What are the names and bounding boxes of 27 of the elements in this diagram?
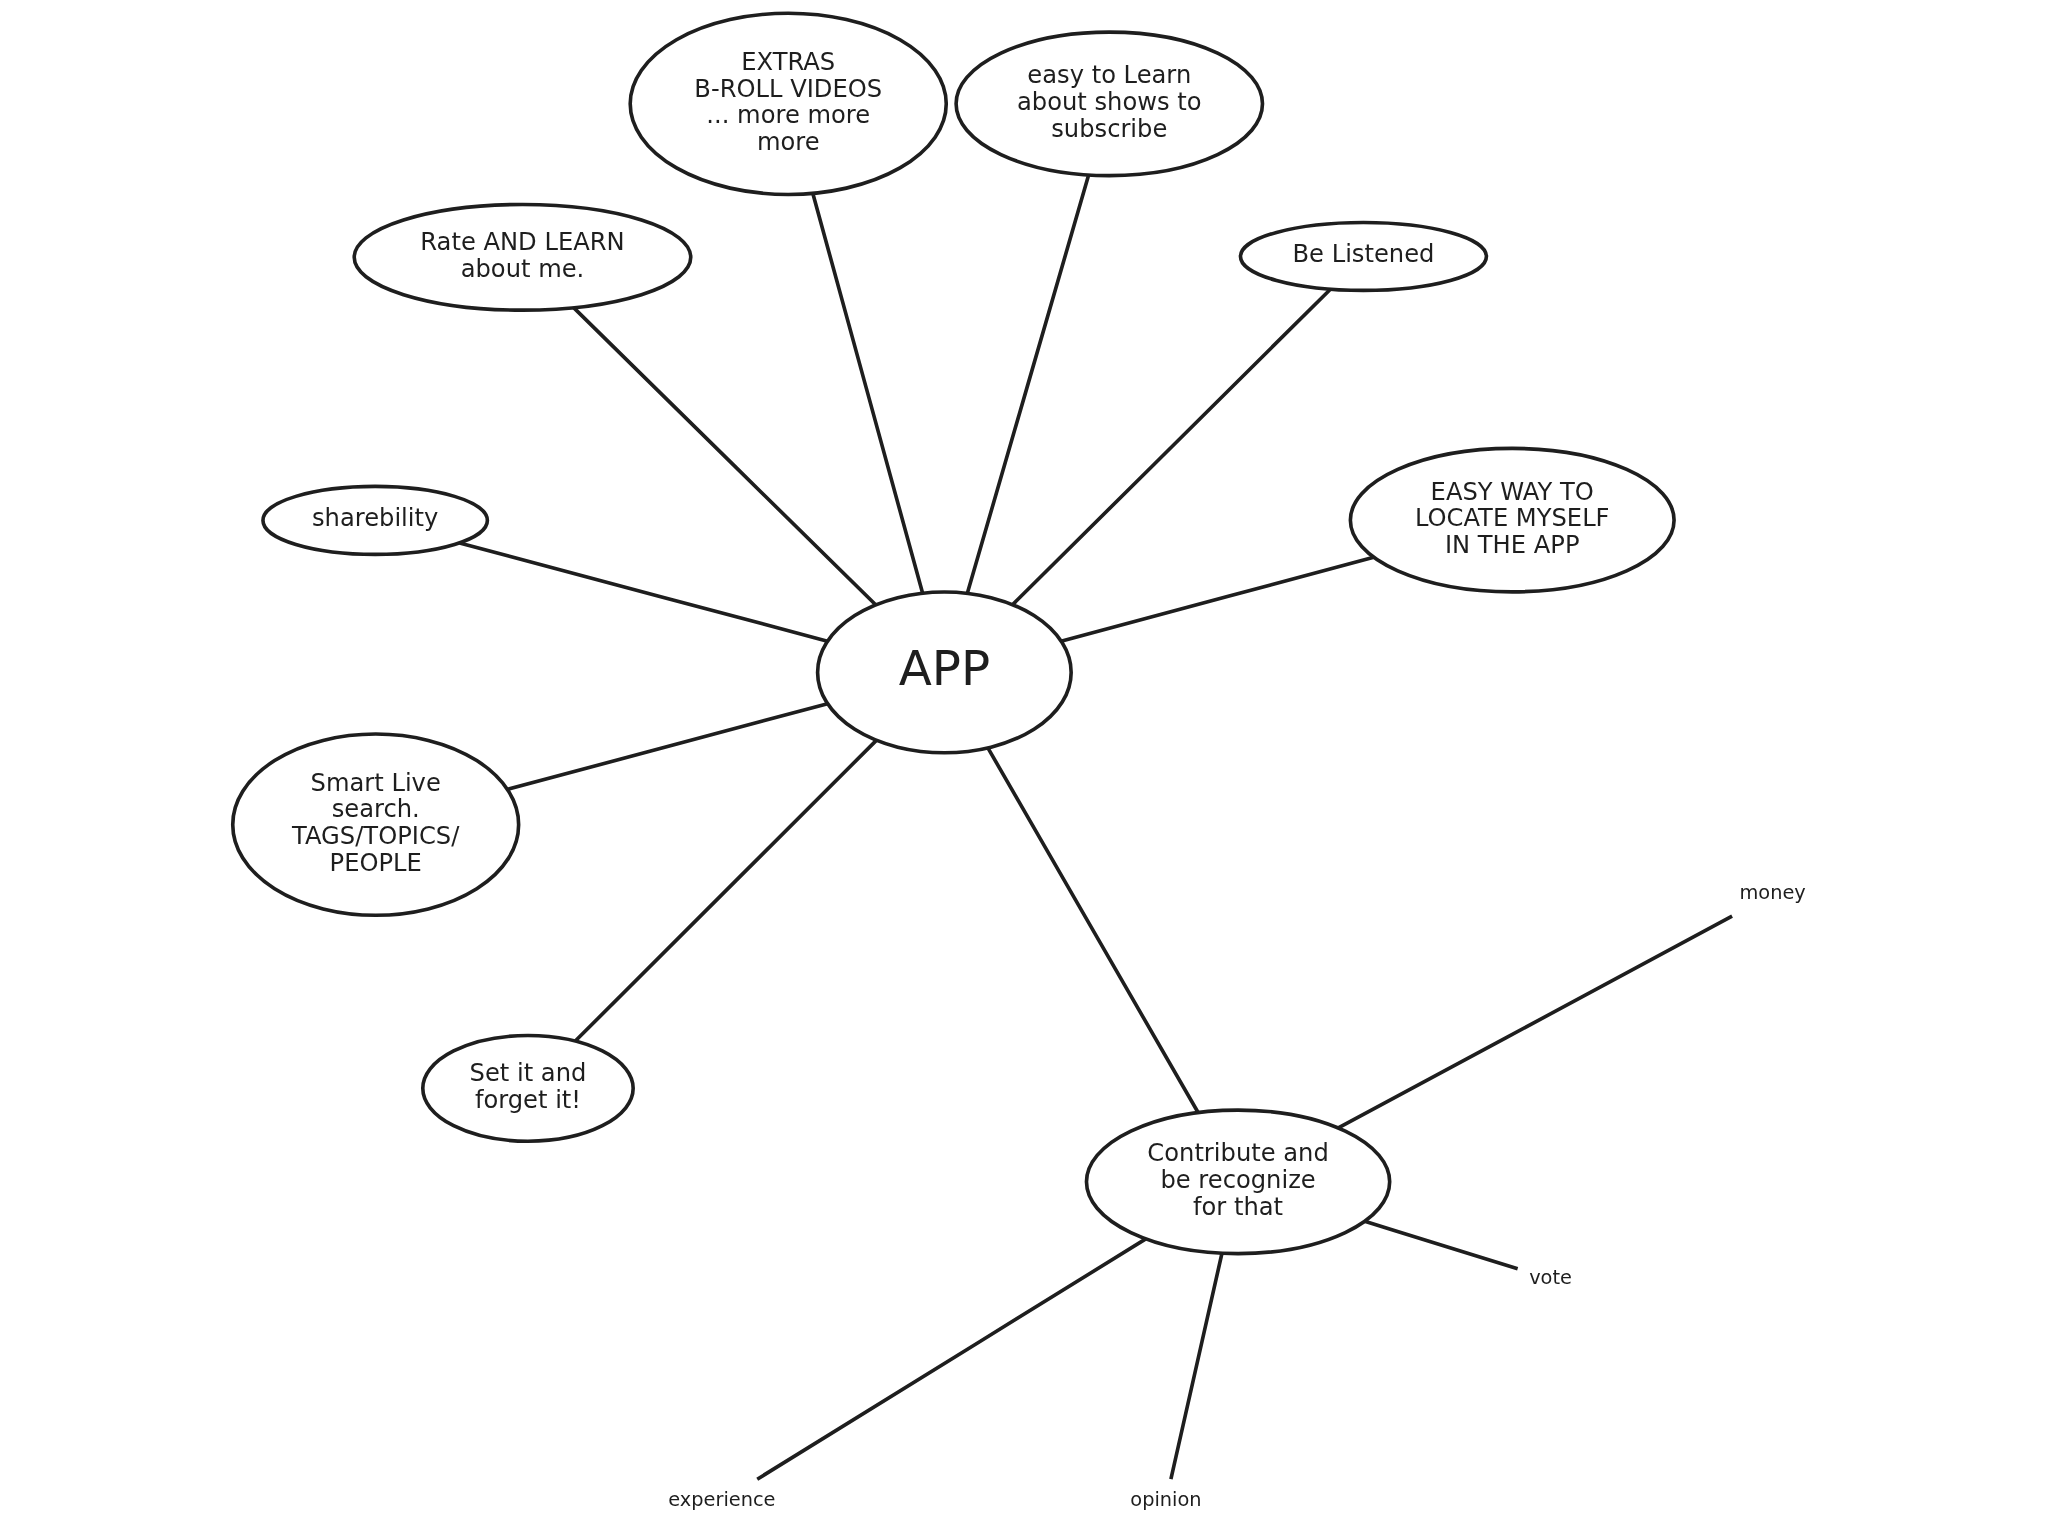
- connector: [572, 306, 877, 607]
- connector: [1060, 555, 1374, 643]
- node-ellipse: Rate AND LEARN about me.: [351, 202, 693, 312]
- node-text: money: [1738, 881, 1806, 905]
- node-ellipse: APP: [815, 590, 1073, 755]
- connector: [1363, 1219, 1518, 1271]
- connector: [965, 174, 1090, 594]
- node-ellipse: Contribute and be recognize for that: [1084, 1108, 1391, 1256]
- node-text: experience: [667, 1487, 776, 1511]
- node-ellipse: Set it and forget it!: [420, 1033, 635, 1143]
- node-ellipse: sharebility: [260, 484, 489, 557]
- connector: [506, 701, 828, 792]
- connector: [755, 1237, 1147, 1481]
- node-ellipse: easy to Learn about shows to subscribe: [953, 30, 1264, 178]
- connector: [1010, 288, 1331, 606]
- connector: [985, 747, 1200, 1114]
- node-text: opinion: [1129, 1487, 1202, 1511]
- connector: [1336, 914, 1733, 1130]
- node-ellipse: Be Listened: [1238, 220, 1488, 293]
- connector: [458, 541, 828, 643]
- connector: [1168, 1253, 1224, 1480]
- connector: [573, 739, 877, 1043]
- node-ellipse: Smart Live search. TAGS/TOPICS/ PEOPLE: [230, 732, 520, 918]
- node-text: vote: [1528, 1265, 1572, 1289]
- node-ellipse: EASY WAY TO LOCATE MYSELF IN THE APP: [1348, 446, 1676, 594]
- node-ellipse: EXTRAS B-ROLL VIDEOS ... more more more: [627, 11, 948, 197]
- connector: [810, 193, 924, 594]
